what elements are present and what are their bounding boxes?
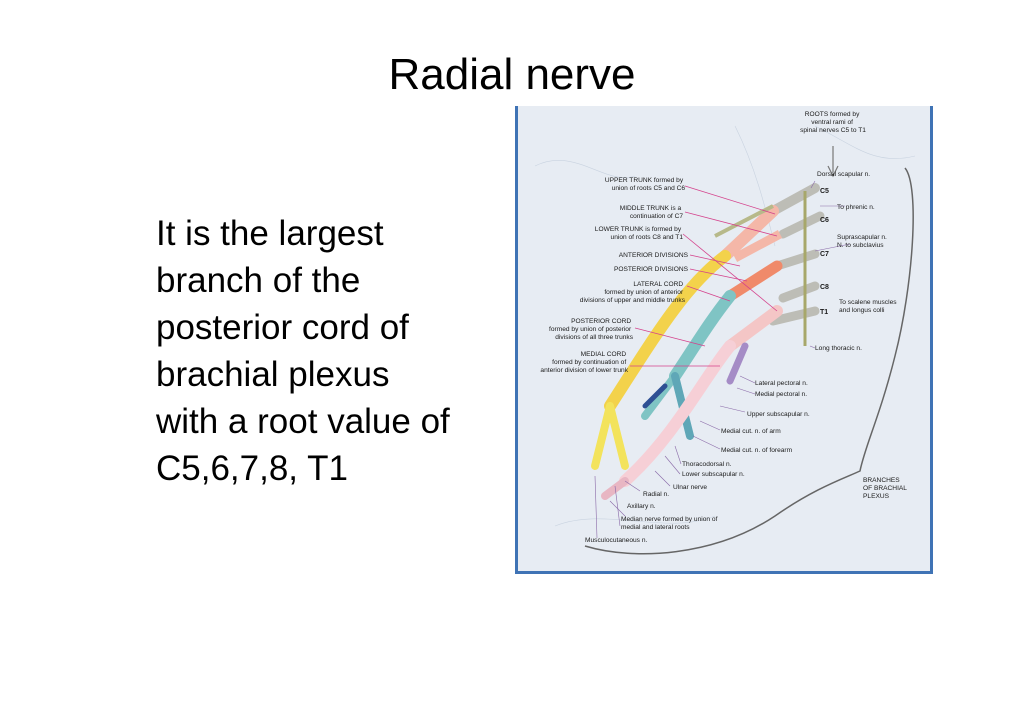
upper-trunk-label: UPPER TRUNK formed by union of roots C5 …: [605, 177, 685, 192]
lateral-pectoral-label: Lateral pectoral n.: [755, 380, 808, 387]
label-line: anterior division of lower trunk: [540, 367, 628, 374]
slide-title: Radial nerve: [388, 50, 636, 99]
posterior-divisions-label: POSTERIOR DIVISIONS: [614, 266, 689, 273]
root-t1: [768, 306, 820, 326]
lateral-cord: [604, 250, 731, 412]
root-tag-c7: C7: [820, 251, 829, 258]
median-label: Median nerve formed by union of medial a…: [621, 516, 719, 531]
label-line: Median nerve formed by union of: [621, 516, 718, 523]
posterior-cord-label: POSTERIOR CORD formed by union of poster…: [549, 318, 634, 341]
phrenic-label: To phrenic n.: [837, 204, 875, 211]
dorsal-scapular-branch: [714, 204, 774, 238]
lower-trunk-label: LOWER TRUNK is formed by union of roots …: [595, 226, 684, 241]
label-line: union of roots C5 and C6: [612, 185, 686, 192]
medial-pectoral-branch: [726, 342, 749, 385]
label-line: medial and lateral roots: [621, 524, 690, 531]
brachial-plexus-figure: ROOTS formed by ventral rami of spinal n…: [515, 106, 933, 574]
root-tag-c6: C6: [820, 217, 829, 224]
label-line: UPPER TRUNK formed by: [605, 177, 684, 184]
medial-cut-arm-label: Medial cut. n. of arm: [721, 428, 781, 435]
axillary-branch: [641, 372, 679, 420]
root-c7: [772, 249, 820, 271]
suprascapular-label: Suprascapular n.: [837, 234, 887, 241]
upper-trunk-c6: [732, 230, 783, 262]
dorsal-scapular-label: Dorsal scapular n.: [817, 171, 870, 178]
musculocutaneous-label: Musculocutaneous n.: [585, 537, 647, 544]
ulnar-branch: [601, 477, 629, 500]
roots-label-line: ventral rami of: [811, 119, 853, 126]
slide-body-text: It is the largest branch of the posterio…: [156, 210, 496, 492]
body-line: branch of the: [156, 261, 361, 300]
label-line: PLEXUS: [863, 493, 890, 500]
label-line: divisions of upper and middle trunks: [580, 297, 686, 304]
roots-label-line: ROOTS formed by: [805, 111, 860, 118]
radial-label: Radial n.: [643, 491, 669, 498]
root-tag-t1: T1: [820, 309, 828, 316]
subclavius-label: N. to subclavius: [837, 242, 884, 249]
root-c8: [778, 281, 820, 303]
label-line: To scalene muscles: [839, 299, 897, 306]
body-line: C5,6,7,8, T1: [156, 449, 348, 488]
musculocutaneous-branch: [591, 402, 614, 470]
medial-cut-forearm-label: Medial cut. n. of forearm: [721, 447, 793, 454]
axillary-label: Axillary n.: [627, 503, 656, 510]
label-line: LATERAL CORD: [633, 281, 683, 288]
label-line: LOWER TRUNK is formed by: [595, 226, 682, 233]
leader-lines: [594, 180, 851, 539]
lower-trunk: [724, 305, 783, 352]
upper-subscapular-label: Upper subscapular n.: [747, 411, 810, 418]
root-c5: [768, 183, 820, 216]
label-line: MIDDLE TRUNK is a: [620, 205, 682, 212]
label-line: formed by union of anterior: [604, 289, 684, 296]
label-line: continuation of C7: [630, 213, 683, 220]
label-line: BRANCHES: [863, 477, 900, 484]
roots-label: ROOTS formed by ventral rami of spinal n…: [800, 111, 866, 134]
label-line: and longus colli: [839, 307, 885, 314]
body-line: posterior cord of: [156, 308, 409, 347]
branches-label: BRANCHES OF BRACHIAL PLEXUS: [863, 477, 909, 500]
body-line: with a root value of: [156, 402, 450, 441]
roots-label-line: spinal nerves C5 to T1: [800, 127, 866, 134]
thoracodorsal-label: Thoracodorsal n.: [682, 461, 732, 468]
root-tag-c5: C5: [820, 188, 829, 195]
upper-trunk: [719, 205, 779, 262]
scalene-label: To scalene muscles and longus colli: [839, 299, 898, 314]
branches-brace: [584, 167, 914, 555]
medial-cord-label: MEDIAL CORD formed by continuation of an…: [540, 351, 628, 374]
label-line: divisions of all three trunks: [555, 334, 633, 341]
thoracodorsal-branch: [642, 383, 668, 409]
label-line: union of roots C8 and T1: [611, 234, 684, 241]
label-line: POSTERIOR CORD: [571, 318, 631, 325]
nerve-plexus-shapes: [591, 183, 825, 500]
body-line: It is the largest: [156, 214, 384, 253]
background-sketch: [534, 125, 916, 527]
medial-pectoral-label: Medial pectoral n.: [755, 391, 807, 398]
label-line: formed by union of posterior: [549, 326, 632, 333]
posterior-cord: [669, 290, 736, 382]
long-thoracic-label: Long thoracic n.: [815, 345, 862, 352]
root-tag-c8: C8: [820, 284, 829, 291]
middle-trunk: [724, 260, 783, 302]
label-line: MEDIAL CORD: [581, 351, 627, 358]
label-line: formed by continuation of: [552, 359, 626, 366]
medial-cord: [619, 340, 736, 487]
middle-trunk-label: MIDDLE TRUNK is a continuation of C7: [620, 205, 684, 220]
median-lateral-root: [606, 402, 629, 470]
brachial-plexus-diagram: ROOTS formed by ventral rami of spinal n…: [534, 111, 916, 555]
lower-subscapular-label: Lower subscapular n.: [682, 471, 745, 478]
body-line: brachial plexus: [156, 355, 390, 394]
anterior-divisions-label: ANTERIOR DIVISIONS: [619, 252, 689, 259]
ulnar-label: Ulnar nerve: [673, 484, 707, 491]
roots-arrow-icon: [827, 146, 839, 178]
label-line: OF BRACHIAL: [863, 485, 907, 492]
lateral-cord-label: LATERAL CORD formed by union of anterior…: [580, 281, 686, 304]
root-c6: [778, 211, 825, 239]
